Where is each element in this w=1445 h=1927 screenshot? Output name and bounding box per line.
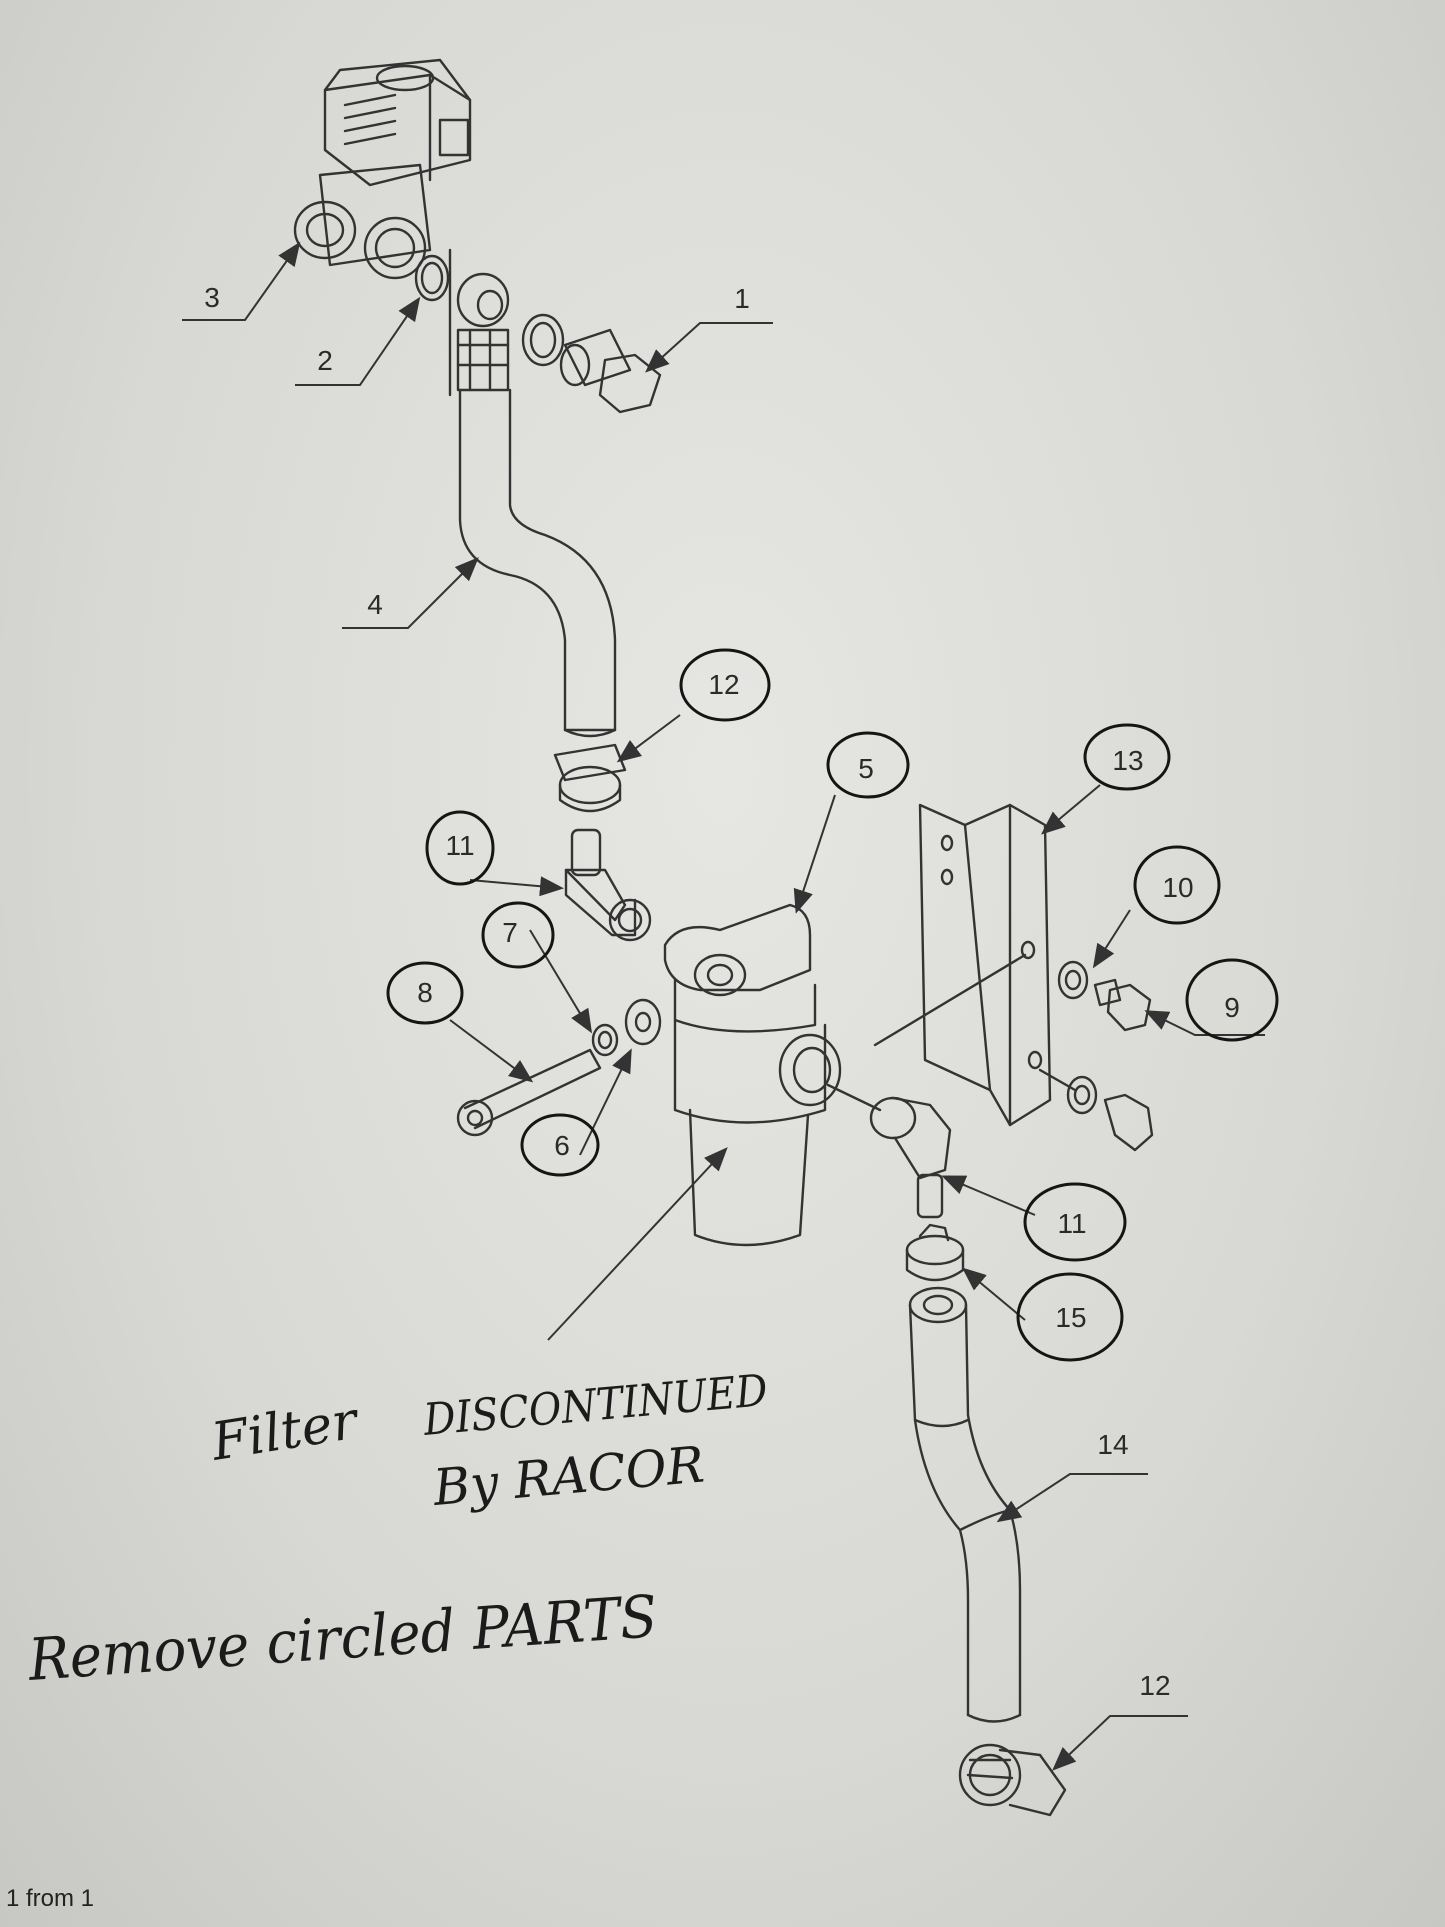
callout-1: 1 [734,283,750,314]
note-filter: Filter [207,1390,365,1473]
callout-7: 7 [502,917,518,948]
hose-clamp-middle-part [905,1223,965,1282]
mounting-bracket-part [873,803,1052,1127]
leader-lines [182,241,1265,1771]
callout-12-top: 12 [708,669,739,700]
filter-housing-part [663,903,842,1247]
elbow-fitting-top-part [564,828,652,942]
lower-washer-bolt-part [1038,1068,1154,1152]
lower-hose-part [908,1286,1022,1723]
callout-11-top: 11 [445,830,474,861]
hand-drawn-circles [386,648,1279,1362]
callout-6: 6 [554,1130,570,1161]
callout-8: 8 [417,977,433,1008]
hose-clamp-bottom-part [958,1743,1067,1817]
callout-labels: 1 2 3 4 5 6 7 8 9 10 11 11 12 12 13 14 1… [204,282,1240,1701]
callout-9: 9 [1224,992,1240,1023]
hose-clamp-top-part [553,743,627,813]
callout-10: 10 [1162,872,1193,903]
o-ring-part [414,254,450,302]
handwritten-notes: Filter DISCONTINUED By RACOR Remove circ… [25,1365,769,1694]
elbow-fitting-bottom-part [826,1083,952,1219]
hose-part [448,248,617,738]
socket-bolt-part [456,1048,602,1137]
washer-part [624,998,662,1046]
callout-14: 14 [1097,1429,1128,1460]
page-footer: 1 from 1 [6,1885,94,1912]
callout-4: 4 [367,589,383,620]
note-by-racor: By RACOR [430,1436,707,1518]
solenoid-valve-part [293,58,472,280]
callout-13: 13 [1112,745,1143,776]
callout-11-bottom: 11 [1057,1208,1086,1239]
callout-3: 3 [204,282,220,313]
callout-2: 2 [317,345,333,376]
fitting-o-ring-part [521,313,565,367]
callout-15: 15 [1055,1302,1086,1333]
banjo-bolt-part [559,328,662,414]
note-discontinued: DISCONTINUED [421,1365,770,1446]
small-washer-part [591,1023,619,1057]
bracket-washer-part [1057,960,1089,1000]
callout-12-bottom: 12 [1139,1670,1170,1701]
hex-bolt-part [1093,978,1152,1032]
callout-5: 5 [858,753,874,784]
note-remove-circled-parts: Remove circled PARTS [25,1582,659,1694]
